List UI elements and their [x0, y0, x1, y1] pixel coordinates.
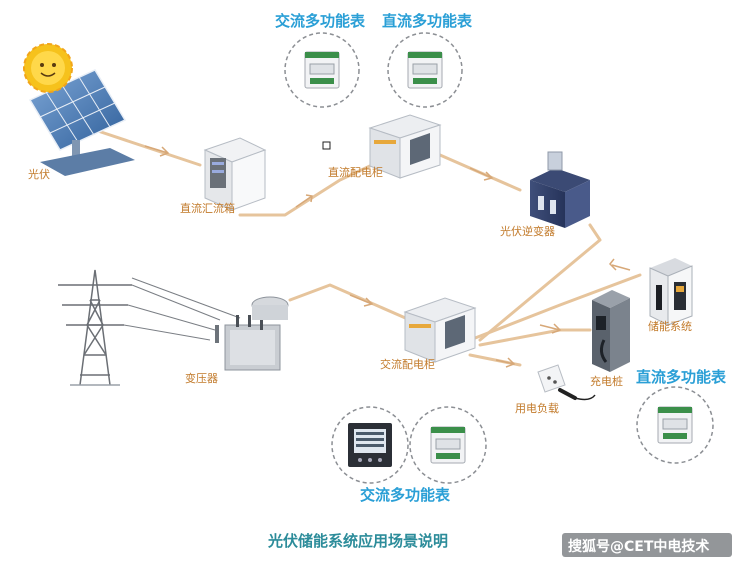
label-load: 用电负载	[515, 401, 559, 415]
transformer-icon	[215, 296, 289, 371]
label-transformer: 变压器	[185, 371, 218, 385]
line-inverter-to-ac-cabinet	[478, 223, 602, 342]
sun-icon	[23, 43, 73, 93]
dc-meter-right-title: 直流多功能表	[636, 368, 727, 386]
energy-storage-icon	[649, 258, 693, 326]
dc-meter-right	[636, 386, 714, 464]
label-dc-cabinet: 直流配电柜	[328, 165, 383, 179]
arrow-5	[608, 258, 631, 271]
ac-distribution-cabinet-icon	[403, 297, 477, 363]
label-storage: 储能系统	[648, 319, 692, 333]
watermark: 搜狐号@CET中电技术	[562, 533, 732, 557]
dc-meter-top-title: 直流多功能表	[382, 12, 473, 30]
flow-arrows	[144, 145, 631, 368]
dc-distribution-cabinet-icon	[368, 114, 442, 179]
line-ac-cabinet-to-storage	[468, 273, 642, 342]
ac-meter-bottom-title: 交流多功能表	[360, 486, 451, 504]
power-wires	[123, 277, 241, 341]
marker-square	[322, 141, 331, 150]
label-pv: 光伏	[28, 167, 50, 181]
label-pv-inverter: 光伏逆变器	[500, 224, 555, 238]
arrow-3	[469, 167, 494, 181]
ac-meter-bottom-rail	[409, 406, 487, 484]
label-ac-cabinet: 交流配电柜	[380, 357, 435, 371]
footer-title: 光伏储能系统应用场景说明	[267, 532, 448, 550]
arrow-1	[144, 145, 170, 157]
arrow-7	[495, 357, 516, 368]
ac-meter-bottom-display	[331, 406, 409, 484]
dc-meter-top	[387, 32, 463, 108]
ev-charger-icon	[592, 290, 630, 372]
watermark-text: 搜狐号@CET中电技术	[568, 538, 709, 555]
label-charger: 充电桩	[590, 374, 623, 388]
ac-meter-top-title: 交流多功能表	[275, 12, 366, 30]
label-dc-combiner: 直流汇流箱	[180, 201, 235, 215]
line-transformer-to-ac-cabinet	[288, 283, 412, 322]
arrow-4	[349, 294, 374, 307]
dc-combiner-box-icon	[203, 137, 267, 211]
transmission-tower-icon	[58, 269, 132, 386]
load-socket-icon	[537, 364, 596, 401]
arrow-2	[295, 194, 313, 208]
arrow-6	[539, 323, 562, 334]
line-ac-cabinet-to-charger	[478, 328, 592, 347]
flow-lines	[93, 128, 642, 367]
pv-inverter-icon	[530, 151, 590, 228]
ac-meter-top	[284, 32, 360, 108]
